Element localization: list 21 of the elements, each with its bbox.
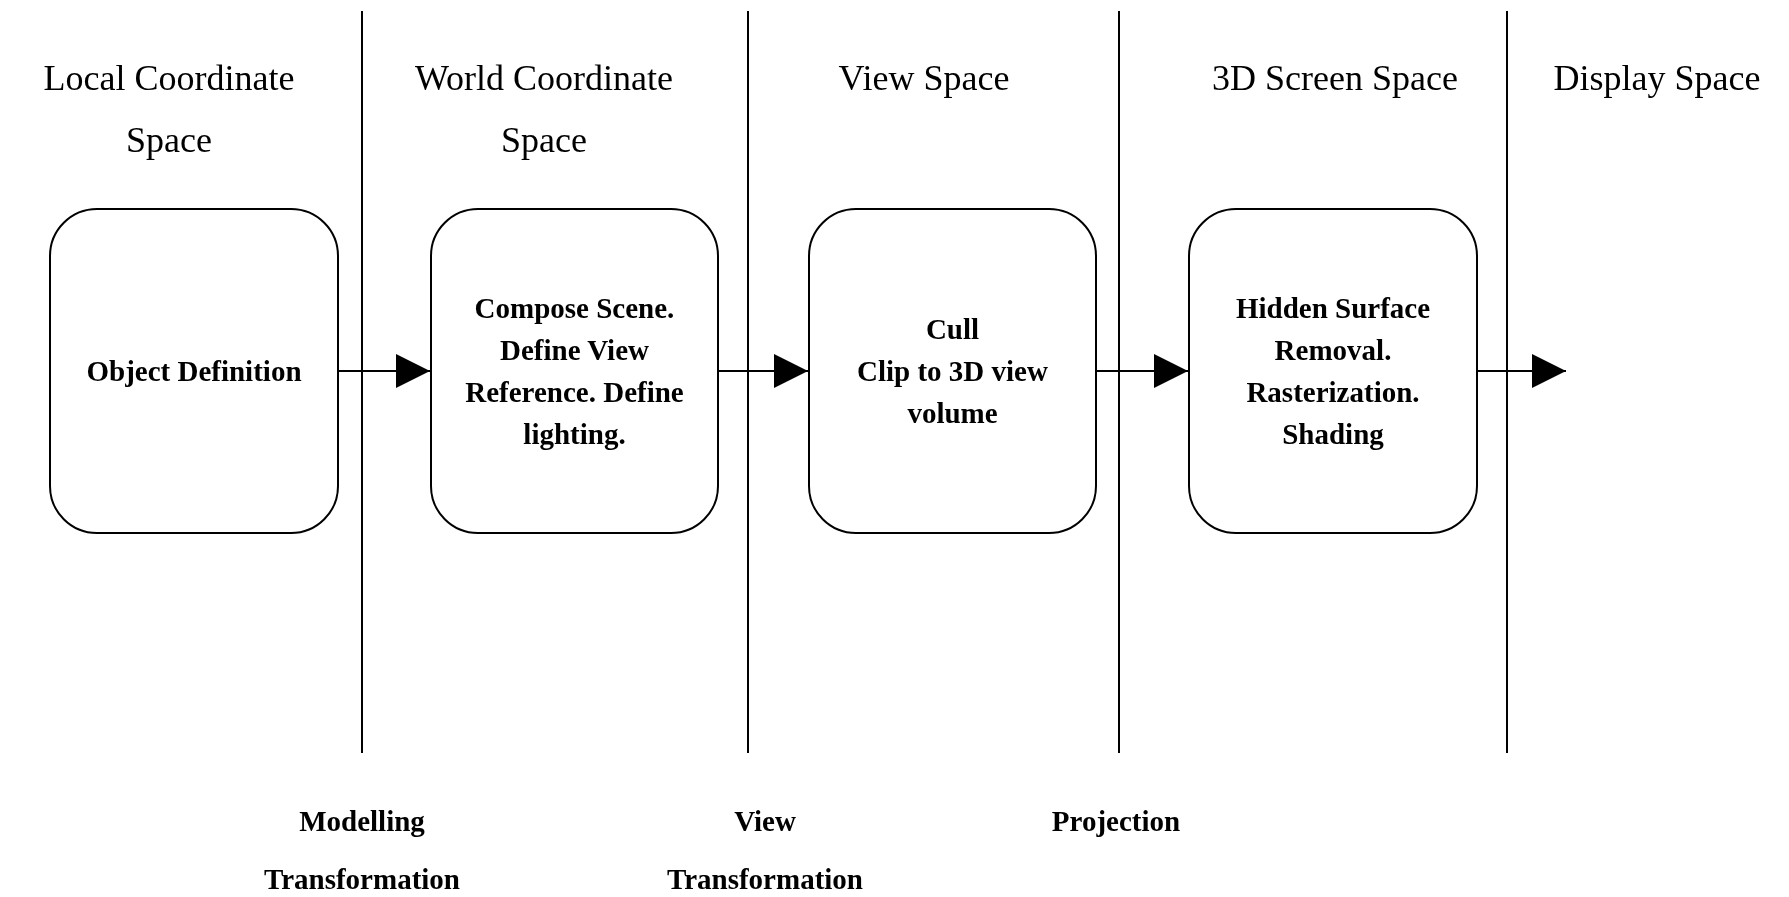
transformation-label: Projection [1050,804,1182,839]
process-box [808,208,1097,534]
transformation-label: Modelling Transformation [263,804,461,897]
box-text: Object Definition [86,353,302,389]
column-heading: View Space [837,57,1011,100]
process-box [49,208,339,534]
column-heading: World Coordinate Space [413,57,674,162]
column-heading: Display Space [1552,57,1762,100]
box-text: Compose Scene. Define View Reference. Define lighting. [464,290,685,453]
arrow [338,354,431,388]
arrow [1096,354,1189,388]
arrow [1477,354,1567,388]
box-text: Hidden Surface Removal. Rasterization. Shading [1234,290,1432,453]
transformation-label: View Transformation [666,804,864,897]
column-heading: 3D Screen Space [1211,57,1459,100]
box-text: Clip to 3D view volume [856,353,1049,431]
arrow [718,354,809,388]
box-text: Cull [925,311,980,347]
column-heading: Local Coordinate Space [42,57,296,162]
process-box [430,208,719,534]
process-box [1188,208,1478,534]
